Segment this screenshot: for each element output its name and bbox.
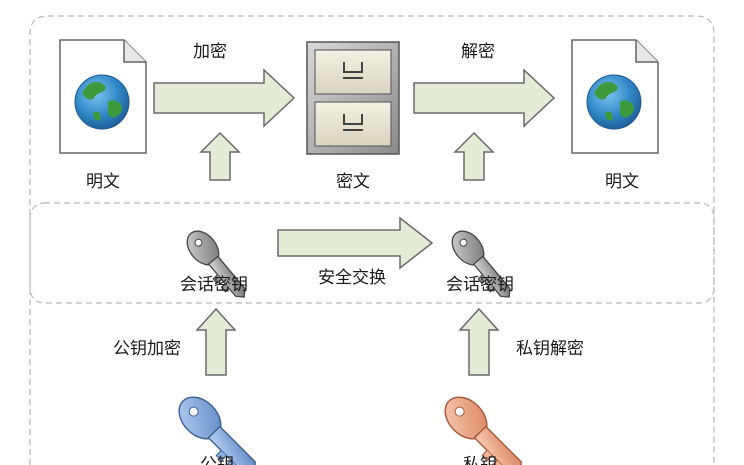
- decrypt-arrow: [413, 68, 556, 128]
- privkey-decrypt-label: 私钥解密: [516, 339, 584, 359]
- public-key-label: 公钥: [200, 455, 234, 465]
- key-exchange-label: 安全交换: [318, 268, 386, 288]
- ciphertext-label: 密文: [336, 172, 370, 192]
- key-icon: [451, 230, 511, 298]
- outer-frame: [29, 15, 715, 465]
- plaintext-left-label: 明文: [86, 172, 120, 192]
- encrypt-label: 加密: [193, 42, 227, 62]
- session-key-right-label: 会话密钥: [446, 275, 514, 295]
- file-cabinet-icon: [306, 41, 400, 155]
- private-key-up-arrow: [458, 307, 500, 376]
- session-key-up-arrow-left: [199, 131, 241, 181]
- session-key-band: [29, 202, 715, 304]
- key-icon: [186, 230, 246, 298]
- document-globe-icon: [59, 39, 147, 154]
- session-key-up-arrow-right: [453, 131, 495, 181]
- public-key-icon: [178, 396, 256, 465]
- pubkey-encrypt-label: 公钥加密: [113, 339, 181, 359]
- session-key-left-label: 会话密钥: [180, 275, 248, 295]
- private-key-label: 私钥: [463, 455, 497, 465]
- decrypt-label: 解密: [461, 42, 495, 62]
- key-exchange-arrow: [277, 216, 434, 270]
- private-key-icon: [444, 396, 522, 465]
- document-globe-icon: [571, 39, 659, 154]
- public-key-up-arrow: [195, 307, 237, 376]
- encrypt-arrow: [153, 68, 296, 128]
- plaintext-right-label: 明文: [605, 172, 639, 192]
